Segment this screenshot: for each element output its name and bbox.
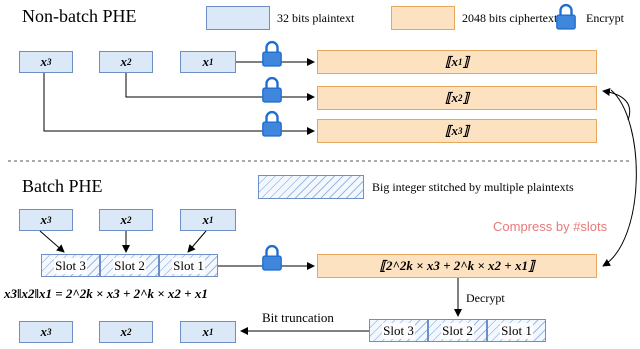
slot-label: Slot 3: [54, 257, 87, 274]
var-letter: x: [451, 123, 459, 138]
slot-label: Slot 3: [382, 322, 415, 339]
lock-icon: [261, 244, 283, 272]
var-subscript: 1: [209, 327, 214, 337]
var-subscript: 2: [127, 327, 132, 337]
var-subscript: 3: [47, 327, 52, 337]
var-subscript: 3: [458, 126, 463, 136]
slot-label: Slot 1: [172, 257, 205, 274]
decrypted-slot-2: Slot 2: [428, 319, 487, 342]
compress-label: Compress by #slots: [493, 219, 608, 234]
legend-ciphertext-swatch: [391, 6, 455, 30]
non-batch-title: Non-batch PHE: [22, 6, 137, 26]
var-letter: x: [120, 54, 128, 69]
var-subscript: 1: [209, 57, 214, 67]
batch-slot-1: Slot 1: [159, 254, 218, 277]
batch-slot-2: Slot 2: [100, 254, 159, 277]
legend-plaintext-swatch: [206, 6, 270, 30]
var-letter: x: [451, 90, 459, 105]
var-letter: x: [40, 212, 48, 227]
var-letter: x: [202, 212, 210, 227]
var-letter: x: [120, 212, 128, 227]
slot-label: Slot 2: [441, 322, 474, 339]
decrypt-label: Decrypt: [466, 291, 505, 305]
batch-slot-3: Slot 3: [41, 254, 100, 277]
lock-icon: [555, 3, 577, 31]
compress-arrow-top: [602, 88, 631, 121]
batch-title: Batch PHE: [22, 176, 103, 196]
packing-formula: x3‖x2‖x1 = 2^2k × x3 + 2^k × x2 + x1: [4, 286, 208, 301]
var-letter: x: [451, 54, 459, 69]
compress-arrow: [602, 89, 637, 267]
legend-plaintext-label: 32 bits plaintext: [277, 11, 355, 25]
var-letter: x: [202, 54, 210, 69]
var-letter: x: [120, 324, 128, 339]
arrow-x1-to-slot: [187, 230, 207, 253]
arrow-x3-to-slot: [39, 230, 65, 253]
var-subscript: 2: [127, 57, 132, 67]
lock-icon: [261, 76, 283, 104]
var-subscript: 2: [127, 215, 132, 225]
var-subscript: 1: [458, 57, 463, 67]
bit-truncation-label: Bit truncation: [262, 310, 334, 325]
var-letter: x: [202, 324, 210, 339]
var-subscript: 3: [47, 215, 52, 225]
var-subscript: 2: [458, 93, 463, 103]
var-subscript: 1: [209, 215, 214, 225]
arrow-x2-encrypt: [125, 73, 315, 101]
decrypted-slot-3: Slot 3: [369, 319, 428, 342]
legend-encrypt-label: Encrypt: [586, 11, 624, 25]
var-subscript: 3: [47, 57, 52, 67]
var-letter: x: [40, 324, 48, 339]
decrypted-slot-1: Slot 1: [487, 319, 546, 342]
var-letter: x: [40, 54, 48, 69]
legend-big-integer-swatch: [258, 175, 364, 199]
legend-ciphertext-label: 2048 bits ciphertext: [462, 11, 558, 25]
slot-label: Slot 1: [500, 322, 533, 339]
lock-icon: [261, 110, 283, 138]
legend-big-integer-label: Big integer stitched by multiple plainte…: [372, 180, 574, 194]
slot-label: Slot 2: [113, 257, 146, 274]
lock-icon: [261, 40, 283, 68]
batch-ciphertext: ⟦2^2k × x3 + 2^k × x2 + x1⟧: [317, 254, 597, 278]
arrow-x3-encrypt: [43, 73, 315, 135]
